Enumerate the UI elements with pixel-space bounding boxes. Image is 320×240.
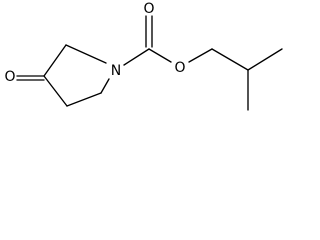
bond-c4-c5 [66, 92, 102, 107]
isobutyl-chain [188, 48, 283, 111]
bond-c3-c4 [43, 75, 68, 107]
molecule-canvas: O N O O [0, 0, 289, 121]
carbonyl-oxygen-label: O [143, 1, 154, 17]
bond-o-ch2 [188, 48, 213, 63]
ketone-oxygen-label: O [4, 69, 15, 85]
pyrrolidinone-ring [43, 44, 110, 107]
bond-ch2-ch [211, 48, 249, 71]
bond-c2-c3 [43, 44, 67, 77]
bond-c5-n [100, 78, 110, 94]
nitrogen-label: N [111, 63, 121, 79]
carbamate-group [123, 15, 172, 66]
bond-carbonyl-c-o-ester [148, 48, 172, 63]
ketone-group [16, 75, 45, 81]
structure-drawing: O N O O [4, 1, 283, 111]
bond-n-carbonyl-c [123, 48, 150, 66]
ester-oxygen-label: O [174, 60, 185, 76]
bond-n-c2 [65, 44, 107, 64]
bond-ch-ch3-up [247, 48, 283, 71]
